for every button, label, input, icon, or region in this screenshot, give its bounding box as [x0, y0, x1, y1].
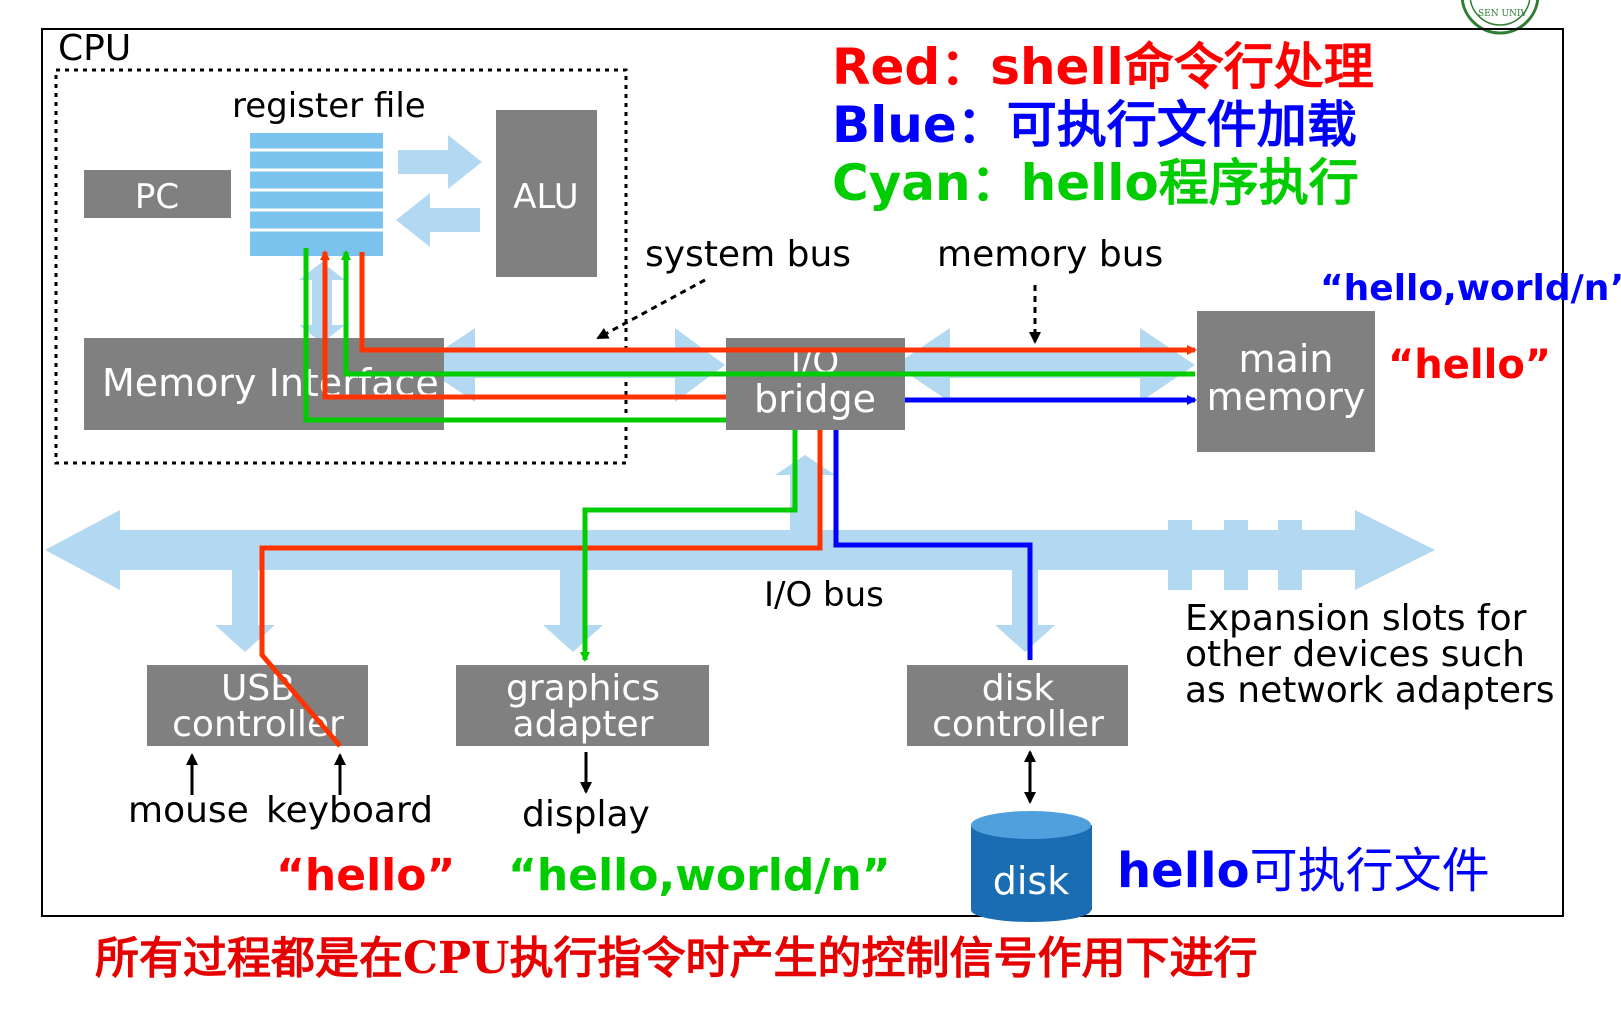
mouse-label: mouse: [128, 790, 249, 831]
green-path: [303, 248, 1195, 662]
disk-controller-line2: controller: [932, 704, 1104, 745]
usb-line1: USB: [221, 668, 295, 709]
system-bus-pointer: [596, 278, 706, 340]
usb-controller: USB controller: [147, 665, 368, 746]
cpu-boundary: [54, 68, 628, 465]
memory-bus-label: memory bus: [937, 234, 1163, 275]
expansion-line1: Expansion slots for: [1185, 598, 1527, 639]
university-logo: SEN UNIV: [1460, 0, 1540, 35]
hello-exe-annotation: hello可执行文件: [1117, 843, 1490, 899]
display-label: display: [522, 794, 650, 835]
register-alu-arrows: [396, 135, 482, 247]
graphics-adapter: graphics adapter: [456, 665, 709, 746]
main-memory-line2: memory: [1207, 375, 1366, 419]
io-bridge: I/O bridge: [726, 338, 905, 430]
graphics-line2: adapter: [513, 704, 654, 745]
legend-red: Red：shell命令行处理: [832, 38, 1374, 96]
register-bus-arrow: [299, 262, 345, 343]
alu-unit: ALU: [496, 110, 597, 277]
system-bus-arrow: [420, 328, 725, 402]
expansion-line3: as network adapters: [1185, 670, 1555, 711]
pc-register: PC: [84, 170, 231, 218]
keyboard-label: keyboard: [266, 790, 433, 831]
memory-bus-arrow: [895, 328, 1195, 402]
register-file-label: register file: [232, 86, 426, 126]
legend-cyan: Cyan：hello程序执行: [832, 154, 1359, 212]
disk-controller-line1: disk: [982, 668, 1055, 709]
io-bus-label: I/O bus: [764, 575, 884, 615]
disk-controller: disk controller: [907, 665, 1128, 746]
hello-world-display-annotation: “hello,world/n”: [508, 850, 891, 901]
io-bridge-line2: bridge: [754, 377, 876, 421]
legend-blue: Blue：可执行文件加载: [832, 96, 1357, 154]
red-path: [259, 250, 1197, 748]
hello-world-memory-annotation: “hello,world/n”: [1320, 268, 1621, 309]
graphics-line1: graphics: [506, 668, 660, 709]
alu-label: ALU: [513, 177, 578, 217]
hello-memory-annotation: “hello”: [1388, 342, 1551, 388]
system-bus-label: system bus: [645, 234, 851, 275]
pc-label: PC: [135, 177, 179, 217]
footer-caption: 所有过程都是在CPU执行指令时产生的控制信号作用下进行: [95, 933, 1257, 984]
svg-text:SEN UNIV: SEN UNIV: [1478, 9, 1527, 19]
main-memory: main memory: [1197, 311, 1375, 452]
memory-interface: Memory Interface: [84, 338, 444, 430]
blue-path: [833, 395, 1197, 660]
outer-frame: [41, 28, 1564, 917]
disk-cylinder: disk: [971, 811, 1092, 922]
register-file: [250, 133, 383, 256]
expansion-line2: other devices such: [1185, 634, 1525, 675]
usb-line2: controller: [172, 704, 344, 745]
hello-keyboard-annotation: “hello”: [276, 850, 455, 901]
disk-label: disk: [993, 859, 1069, 903]
cpu-title: CPU: [58, 28, 131, 69]
main-memory-line1: main: [1239, 337, 1334, 381]
legend: Red：shell命令行处理 Blue：可执行文件加载 Cyan：hello程序…: [832, 38, 1374, 212]
